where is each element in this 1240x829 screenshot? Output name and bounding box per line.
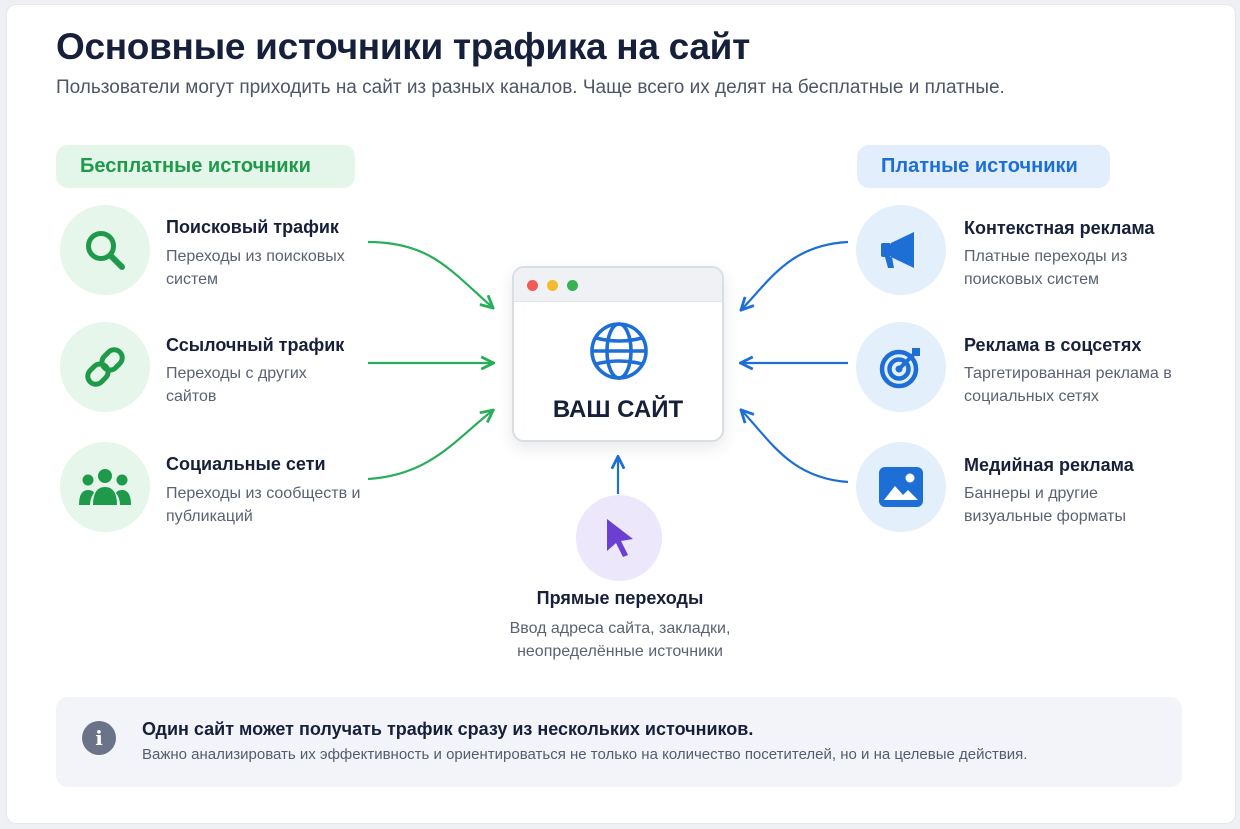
free-item-title-links: Ссылочный трафик <box>166 335 345 355</box>
paid-item-title-media: Медийная реклама <box>964 455 1134 475</box>
arrow-social-to-site <box>367 411 492 481</box>
browser-titlebar <box>514 268 722 302</box>
close-dot-icon <box>527 280 538 291</box>
paid-item-desc-media: Баннеры и другие визуальные форматы <box>964 485 1126 525</box>
site-label: ВАШ САЙТ <box>552 396 684 423</box>
arrow-search-to-site <box>367 240 492 307</box>
arrow-context-to-site <box>742 240 849 309</box>
image-icon <box>856 442 946 532</box>
free-item-title-search: Поисковый трафик <box>166 217 339 237</box>
site-browser-window: ВАШ САЙТ <box>512 266 724 442</box>
cursor-icon <box>576 495 662 581</box>
free-item-desc-search: Переходы из поисковых систем <box>166 248 345 288</box>
direct-traffic-desc: Ввод адреса сайта, закладки, неопределён… <box>509 620 731 660</box>
paid-item-desc-social: Таргетированная реклама в социальных сет… <box>964 365 1172 405</box>
free-item-desc-links: Переходы с других сайтов <box>166 365 307 405</box>
note-title: Один сайт может получать трафик сразу из… <box>142 719 754 739</box>
free-item-desc-social: Переходы из сообществ и публикаций <box>166 485 361 525</box>
target-icon <box>856 322 946 412</box>
info-note: i Один сайт может получать трафик сразу … <box>56 697 1182 787</box>
paid-item-title-context: Контекстная реклама <box>964 218 1155 238</box>
note-text: Важно анализировать их эффективность и о… <box>142 746 1028 763</box>
info-icon: i <box>82 721 116 755</box>
free-item-title-social: Социальные сети <box>166 454 326 474</box>
megaphone-icon <box>856 205 946 295</box>
people-icon <box>60 442 150 532</box>
free-sources-heading: Бесплатные источники <box>56 145 355 188</box>
maximize-dot-icon <box>567 280 578 291</box>
minimize-dot-icon <box>547 280 558 291</box>
paid-item-desc-context: Платные переходы из поисковых систем <box>964 248 1128 288</box>
paid-sources-heading: Платные источники <box>857 145 1110 188</box>
link-icon <box>60 322 150 412</box>
paid-item-title-social: Реклама в соцсетях <box>964 335 1142 355</box>
direct-traffic-title: Прямые переходы <box>536 588 704 608</box>
arrow-media-to-site <box>742 411 849 484</box>
search-icon <box>60 205 150 295</box>
page-title: Основные источники трафика на сайт <box>56 26 750 67</box>
page-subtitle: Пользователи могут приходить на сайт из … <box>56 77 1005 98</box>
globe-icon <box>590 322 648 380</box>
